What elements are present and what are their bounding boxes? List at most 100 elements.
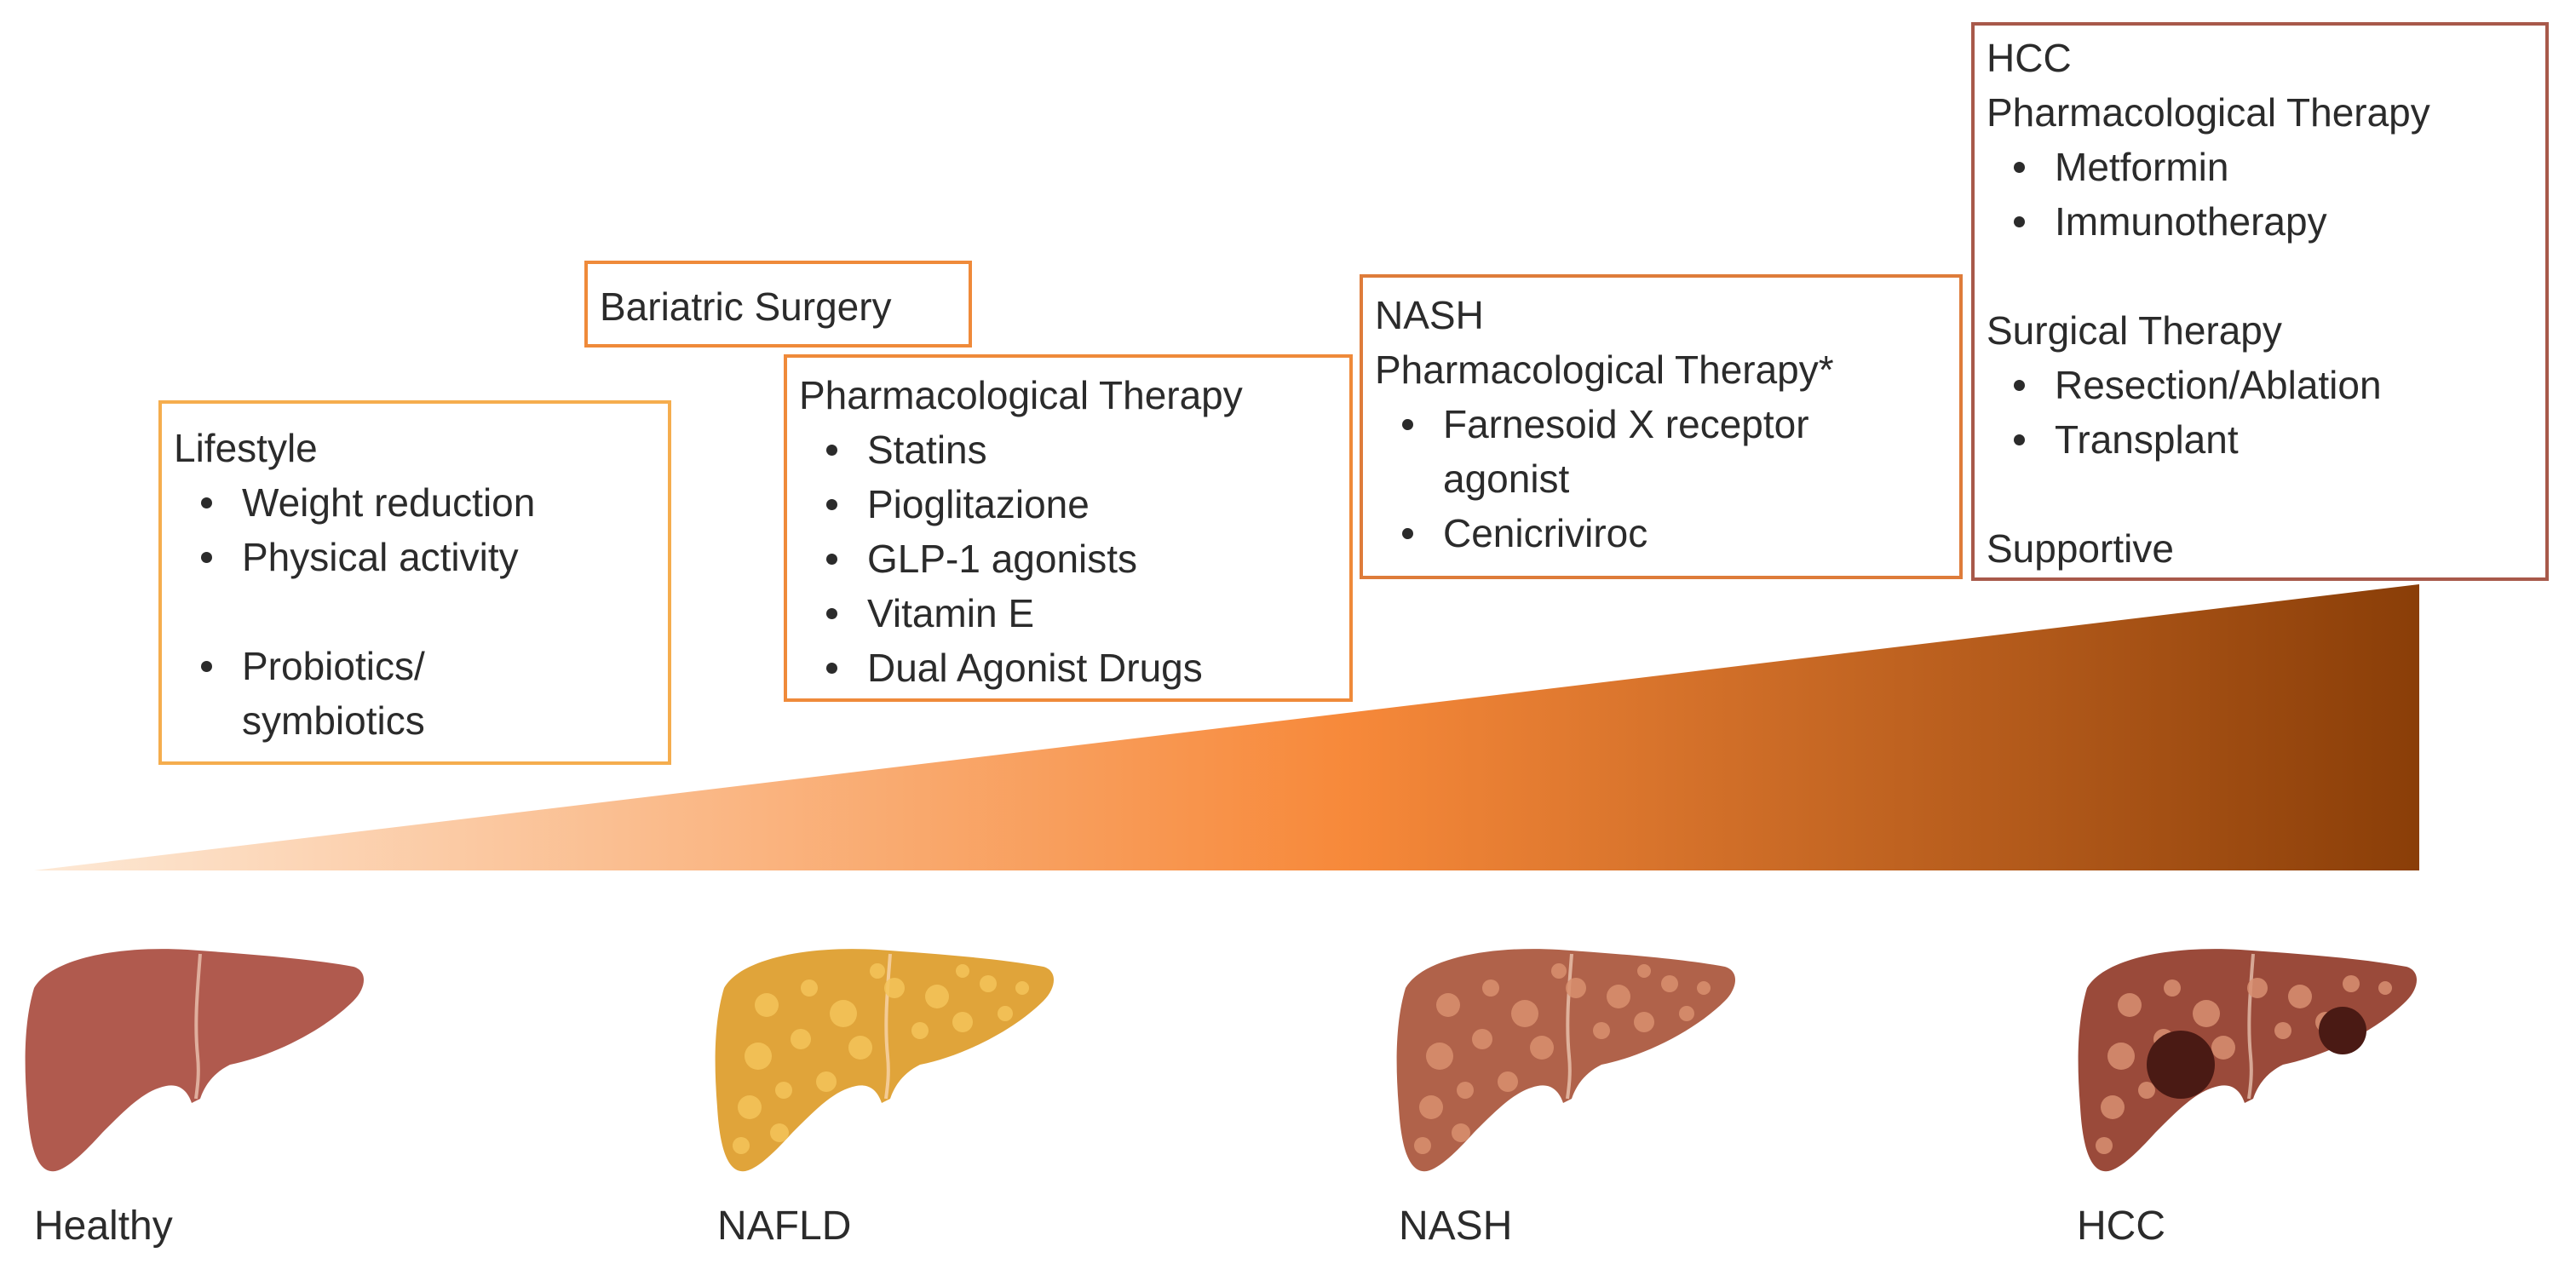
liver-nodule: [2247, 978, 2268, 998]
list-item: Immunotherapy: [2014, 194, 2545, 249]
liver-body: [1396, 949, 1736, 1172]
stage-label-nash: NASH: [1399, 1203, 1513, 1249]
liver-nodule: [1457, 1082, 1474, 1099]
liver-nodule: [2343, 975, 2360, 992]
healthy-liver-image: [25, 949, 365, 1172]
liver-nodule: [830, 1000, 857, 1027]
liver-nodule: [911, 1022, 929, 1039]
list-item: Resection/Ablation: [2014, 358, 2545, 412]
list-item: Farnesoid X receptor agonist: [1402, 397, 1886, 506]
liver-nodule: [956, 964, 969, 978]
liver-nodule: [1414, 1137, 1431, 1154]
liver-nodule: [1697, 981, 1711, 995]
liver-nodule: [1566, 978, 1586, 998]
liver-nodule: [952, 1012, 973, 1032]
hcc-pharm-list: Metformin Immunotherapy: [1987, 140, 2545, 249]
liver-nodule: [1472, 1029, 1492, 1049]
liver-nodule: [738, 1095, 762, 1119]
hcc-title: HCC: [1987, 36, 2072, 80]
nafld-liver-image: [715, 949, 1055, 1172]
list-item: Physical activity: [201, 530, 668, 584]
liver-nodule: [1530, 1036, 1554, 1060]
lifestyle-list: Weight reduction Physical activity: [174, 475, 668, 584]
liver-body: [25, 949, 365, 1172]
liver-nodule: [2193, 1000, 2220, 1027]
liver-nodule: [2138, 1082, 2155, 1099]
liver-nodule: [2101, 1095, 2125, 1119]
hcc-pharm-title: Pharmacological Therapy: [1987, 90, 2430, 135]
nash-liver-image: [1396, 949, 1736, 1172]
liver-nodule: [2096, 1137, 2113, 1154]
nash-title: NASH: [1375, 293, 1484, 337]
liver-nodule: [980, 975, 997, 992]
liver-tumor: [2147, 1031, 2215, 1099]
stage-label-healthy: Healthy: [34, 1203, 173, 1249]
bariatric-surgery-box: Bariatric Surgery: [584, 261, 972, 348]
lifestyle-box: Lifestyle Weight reduction Physical acti…: [158, 400, 671, 765]
nafld-pharmacological-box: Pharmacological Therapy Statins Pioglita…: [784, 354, 1353, 702]
list-item: GLP-1 agonists: [826, 531, 1349, 586]
liver-nodule: [2288, 985, 2312, 1008]
list-item: Transplant: [2014, 412, 2545, 467]
liver-body: [2078, 949, 2418, 1172]
liver-nodule: [1452, 1123, 1470, 1142]
lifestyle-title: Lifestyle: [174, 426, 318, 470]
liver-nodule: [1511, 1000, 1538, 1027]
hcc-liver-image: [2078, 949, 2418, 1172]
nafld-pharm-list: Statins Pioglitazione GLP-1 agonists Vit…: [799, 422, 1349, 695]
liver-nodule: [1436, 993, 1460, 1017]
liver-nodule: [816, 1071, 837, 1092]
liver-nodule: [2164, 979, 2181, 997]
liver-nodule: [870, 963, 885, 979]
hcc-supportive: Supportive: [1987, 526, 2174, 571]
stage-label-nafld: NAFLD: [717, 1203, 852, 1249]
list-item: Probiotics/ symbiotics: [201, 639, 497, 748]
list-item: Pioglitazione: [826, 477, 1349, 531]
liver-nodule: [1607, 985, 1630, 1008]
liver-nodule: [2107, 1043, 2135, 1070]
list-item: Vitamin E: [826, 586, 1349, 640]
liver-nodule: [791, 1029, 811, 1049]
liver-tumor: [2319, 1007, 2366, 1054]
list-item: Dual Agonist Drugs: [826, 640, 1349, 695]
liver-nodule: [745, 1043, 772, 1070]
liver-nodule: [1551, 963, 1567, 979]
liver-nodule: [775, 1082, 792, 1099]
liver-nodule: [1679, 1006, 1694, 1021]
liver-nodule: [925, 985, 949, 1008]
liver-nodule: [1634, 1012, 1654, 1032]
list-item: Cenicriviroc: [1402, 506, 1959, 560]
list-item: Statins: [826, 422, 1349, 477]
nash-box: NASH Pharmacological Therapy* Farnesoid …: [1360, 274, 1963, 579]
liver-nodule: [2378, 981, 2392, 995]
liver-nodule: [1015, 981, 1029, 995]
liver-nodule: [848, 1036, 872, 1060]
liver-nodule: [998, 1006, 1013, 1021]
liver-nodule: [1661, 975, 1678, 992]
nash-pharm-list: Farnesoid X receptor agonist Cenicriviro…: [1375, 397, 1959, 560]
liver-body: [715, 949, 1055, 1172]
bariatric-title: Bariatric Surgery: [600, 284, 892, 329]
lifestyle-list-2: Probiotics/ symbiotics: [174, 639, 668, 748]
liver-nodule: [1482, 979, 1499, 997]
hcc-box: HCC Pharmacological Therapy Metformin Im…: [1971, 22, 2549, 581]
liver-nodule: [1419, 1095, 1443, 1119]
liver-nodule: [801, 979, 818, 997]
list-item: Weight reduction: [201, 475, 668, 530]
stage-label-hcc: HCC: [2077, 1203, 2165, 1249]
liver-nodule: [1498, 1071, 1518, 1092]
liver-lobe-line: [194, 953, 202, 1100]
liver-nodule: [2274, 1022, 2291, 1039]
nash-pharm-title: Pharmacological Therapy*: [1375, 348, 1834, 392]
liver-nodule: [733, 1137, 750, 1154]
list-item: Metformin: [2014, 140, 2545, 194]
hcc-surgical-title: Surgical Therapy: [1987, 308, 2282, 353]
liver-nodule: [1426, 1043, 1453, 1070]
liver-nodule: [770, 1123, 789, 1142]
liver-nodule: [884, 978, 905, 998]
liver-nodule: [1593, 1022, 1610, 1039]
liver-nodule: [1637, 964, 1651, 978]
hcc-surgical-list: Resection/Ablation Transplant: [1987, 358, 2545, 467]
liver-nodule: [2118, 993, 2142, 1017]
